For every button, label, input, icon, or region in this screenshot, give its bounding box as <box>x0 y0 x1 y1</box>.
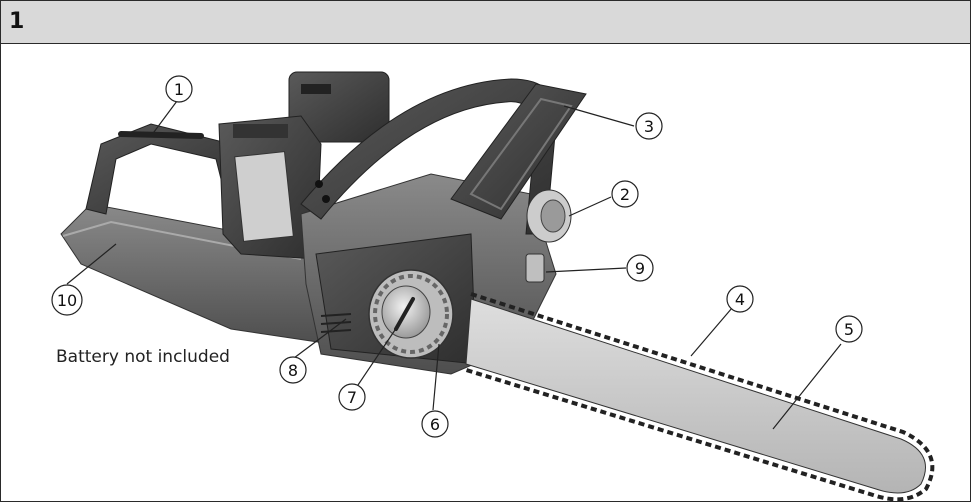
oil-level-window <box>525 253 545 283</box>
callout-8-label: 8 <box>288 361 298 380</box>
figure-number: 1 <box>9 9 25 34</box>
callout-9-label: 9 <box>635 259 645 278</box>
callout-4: 4 <box>726 285 754 313</box>
callout-8: 8 <box>279 356 307 384</box>
saw-chain <box>462 292 935 501</box>
guide-bar <box>465 298 926 494</box>
callout-7: 7 <box>338 383 366 411</box>
vent-slots <box>320 313 352 333</box>
callout-1: 1 <box>165 75 193 103</box>
chain-tension-knob <box>381 285 431 339</box>
battery-note: Battery not included <box>56 347 230 367</box>
callout-4-label: 4 <box>735 290 745 309</box>
callout-2-label: 2 <box>620 185 630 204</box>
callout-10: 10 <box>51 284 83 316</box>
callout-1-label: 1 <box>174 80 184 99</box>
battery-pack-rear <box>288 71 390 143</box>
callout-3: 3 <box>635 112 663 140</box>
figure-header: 1 <box>1 1 970 44</box>
oil-tank-cap <box>526 189 572 243</box>
callout-9: 9 <box>626 254 654 282</box>
callout-7-label: 7 <box>347 388 357 407</box>
leader-lines <box>66 100 842 430</box>
chainsaw-illustration: 1 2 3 4 5 6 7 8 <box>51 71 935 501</box>
rear-handle <box>85 123 242 215</box>
callout-5: 5 <box>835 315 863 343</box>
callout-2: 2 <box>611 180 639 208</box>
callout-10-label: 10 <box>57 291 77 310</box>
callout-3-label: 3 <box>644 117 654 136</box>
callout-6-label: 6 <box>430 415 440 434</box>
battery-pack-front <box>218 115 322 260</box>
chain-brake-guard <box>450 83 587 220</box>
callout-5-label: 5 <box>844 320 854 339</box>
callout-6: 6 <box>421 410 449 438</box>
